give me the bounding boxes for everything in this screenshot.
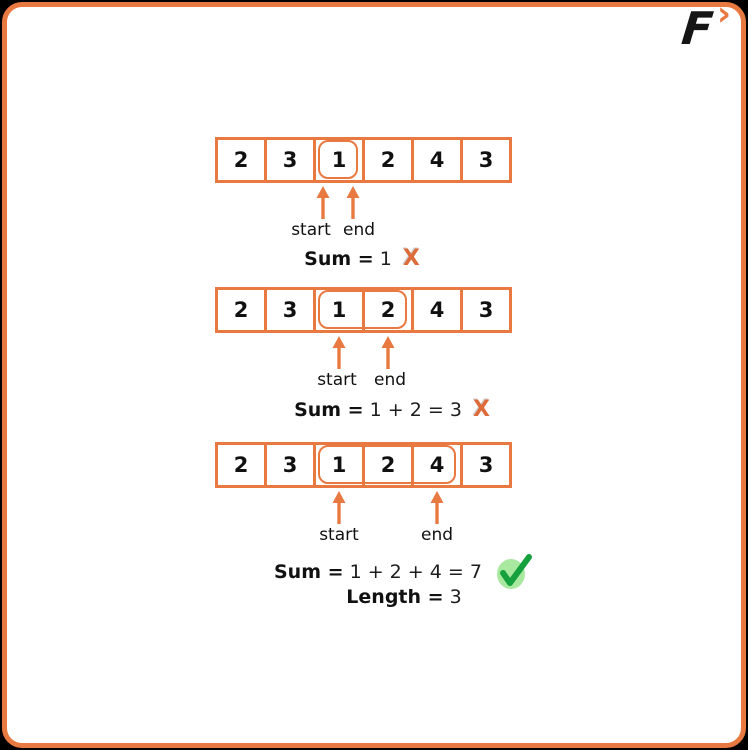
array-cell: 2 — [218, 140, 267, 180]
sum-line-step2: Sum = 1 + 2 = 3 X — [294, 397, 490, 422]
array-cell: 3 — [478, 453, 494, 477]
array-cell: 3 — [478, 298, 494, 322]
array-row-step1: 2 3 1 2 4 3 — [215, 137, 512, 183]
array-cell: 2 — [218, 290, 267, 330]
window-highlight-step1 — [318, 140, 358, 179]
sum-line-step3: Sum = 1 + 2 + 4 = 7 — [274, 553, 532, 591]
window-highlight-step2 — [318, 290, 407, 329]
brand-logo: F › — [679, 0, 736, 55]
array-cell: 1 — [316, 140, 365, 180]
array-cell: 4 — [414, 445, 463, 485]
array-cell: 2 — [365, 140, 414, 180]
fail-x-icon: X — [472, 397, 490, 422]
start-pointer-label: start — [317, 370, 357, 390]
sum-label: Sum = — [294, 399, 364, 421]
array-cell: 3 — [267, 445, 316, 485]
window-highlight-step3 — [318, 445, 456, 484]
start-arrow-icon — [332, 336, 346, 369]
sum-line-step1: Sum = 1 X — [304, 246, 420, 271]
fail-x-icon: X — [402, 246, 420, 271]
length-line: Length = 3 — [346, 586, 461, 608]
check-icon — [497, 554, 532, 589]
array-row-step3: 2 3 1 2 4 3 — [215, 442, 512, 488]
end-arrow-icon — [430, 491, 444, 524]
end-pointer-label: end — [342, 220, 376, 240]
end-arrow-icon — [381, 336, 395, 369]
array-cell: 3 — [267, 290, 316, 330]
end-arrow-icon — [346, 186, 360, 219]
array-cell: 1 — [316, 445, 365, 485]
array-cell: 4 — [414, 140, 463, 180]
array-cell: 1 — [316, 290, 365, 330]
start-pointer-label: start — [291, 220, 331, 240]
sum-expression: 1 + 2 + 4 = 7 — [349, 561, 482, 583]
length-label: Length = — [346, 586, 444, 608]
array-cell: 4 — [414, 290, 463, 330]
length-value: 3 — [449, 586, 462, 608]
array-cell: 2 — [218, 445, 267, 485]
array-cell: 2 — [365, 445, 414, 485]
start-pointer-label: start — [319, 525, 359, 545]
array-row-step2: 2 3 1 2 4 3 — [215, 287, 512, 333]
start-arrow-icon — [332, 491, 346, 524]
end-pointer-label: end — [373, 370, 407, 390]
logo-letter: F — [679, 2, 716, 55]
logo-chevron-icon: › — [717, 0, 732, 34]
array-cell: 2 — [365, 290, 414, 330]
array-cell: 3 — [267, 140, 316, 180]
sum-label: Sum = — [274, 561, 344, 583]
sum-expression: 1 — [379, 248, 392, 270]
array-cell: 3 — [478, 148, 494, 172]
sum-label: Sum = — [304, 248, 374, 270]
end-pointer-label: end — [420, 525, 454, 545]
start-arrow-icon — [316, 186, 330, 219]
sum-expression: 1 + 2 = 3 — [369, 399, 462, 421]
